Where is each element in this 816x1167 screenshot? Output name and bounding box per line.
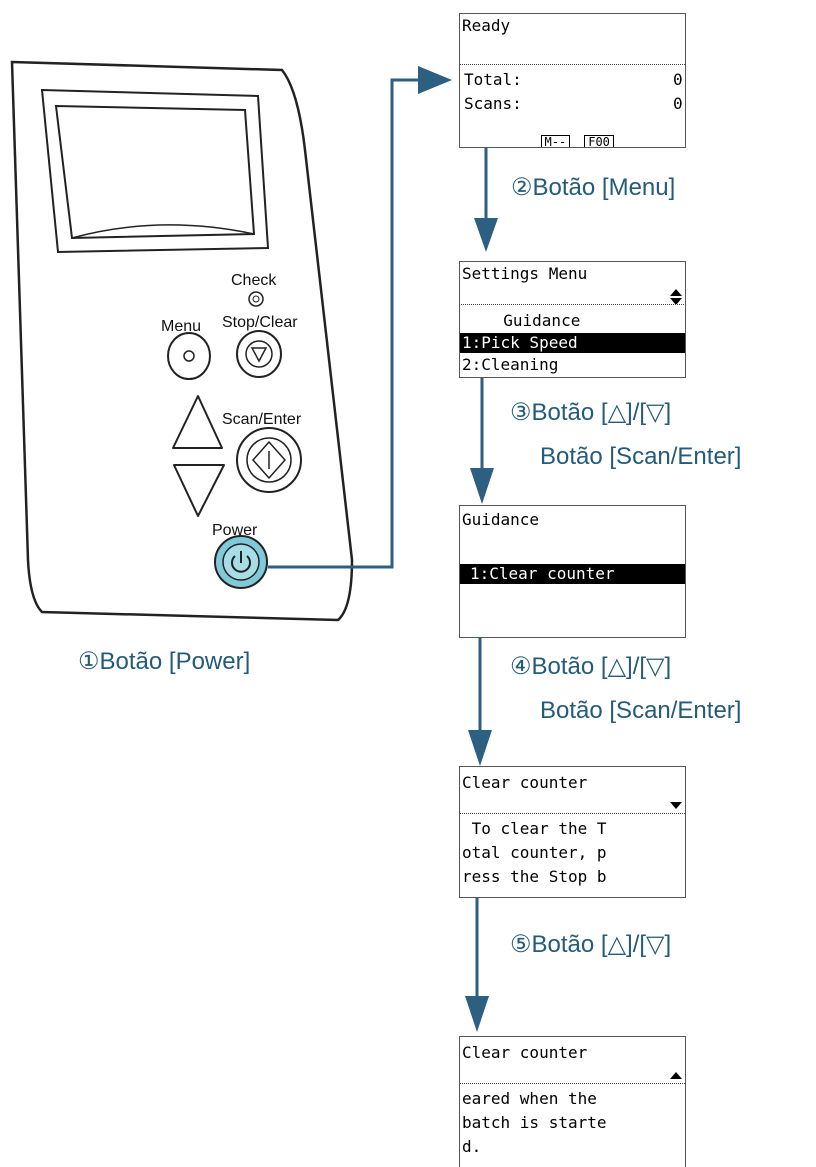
lcd-title: Ready [462, 16, 511, 35]
stop-clear-label: Stop/Clear [222, 314, 298, 331]
step4-line1: ④Botão [△]/[▽] [510, 653, 672, 680]
menu-item-clear-counter: 1:Clear counter [460, 564, 685, 584]
connector-power-to-ready [268, 78, 420, 569]
scan-enter-label: Scan/Enter [222, 411, 302, 428]
lcd-settings-menu: Settings Menu [459, 261, 686, 305]
menu-label: Menu [161, 318, 202, 335]
down-button-shape [173, 464, 225, 517]
clear-text-line-3: d. [462, 1137, 482, 1156]
arrow-step3-head [470, 468, 494, 504]
menu-item-guidance: Guidance [484, 311, 581, 330]
lcd-clear-counter-screen-1: Clear counter To clear the T otal counte… [459, 766, 686, 898]
arrow-step5-head [465, 996, 489, 1032]
step4-line2: Botão [Scan/Enter] [540, 697, 742, 724]
code-badge: F00 [584, 135, 614, 147]
power-label: Power [212, 522, 258, 539]
lcd-ready-screen: Ready Total: 0 Scans: 0 M-- F00 [459, 13, 686, 148]
mode-badge: M-- [540, 135, 571, 147]
step3-line1: ③Botão [△]/[▽] [510, 399, 672, 426]
scans-label: Scans: [464, 94, 522, 113]
connector-arrowhead [418, 66, 452, 94]
clear-text-line-1: To clear the T [462, 819, 607, 838]
arrow-step4-head [468, 730, 492, 766]
step2-label: ②Botão [Menu] [511, 174, 676, 201]
lcd-title: Guidance [462, 510, 540, 529]
lcd-title: Settings Menu [462, 264, 588, 283]
power-icon [231, 555, 251, 573]
scans-value: 0 [673, 94, 683, 113]
up-triangle-icon [670, 1072, 682, 1079]
menu-item-pick-speed: 1:Pick Speed [460, 333, 685, 353]
clear-text-line-3: ress the Stop b [462, 867, 607, 886]
up-down-triangle-icon [670, 289, 682, 305]
lcd-title: Clear counter [462, 773, 588, 792]
arrow-step2-head [474, 218, 498, 252]
lcd-settings-list: Guidance 1:Pick Speed 2:Cleaning [459, 304, 686, 378]
lcd-clear-counter-screen-2: Clear counter eared when the batch is st… [459, 1036, 686, 1167]
lcd-title: Clear counter [462, 1043, 588, 1062]
step1-label: ①Botão [Power] [78, 648, 251, 675]
menu-item-cleaning: 2:Cleaning [462, 355, 559, 374]
down-triangle-icon [670, 802, 682, 809]
clear-text-line-2: batch is starte [462, 1113, 607, 1132]
up-button-shape [172, 395, 223, 449]
clear-text-line-1: eared when the [462, 1089, 607, 1108]
operator-panel-illustration [10, 60, 354, 622]
lcd-guidance-screen: Guidance 1:Clear counter [459, 505, 686, 638]
step5-label: ⑤Botão [△]/[▽] [510, 931, 672, 958]
check-label: Check [231, 272, 277, 289]
total-value: 0 [673, 70, 683, 89]
clear-text-line-2: otal counter, p [462, 843, 607, 862]
total-label: Total: [464, 70, 522, 89]
step3-line2: Botão [Scan/Enter] [540, 443, 742, 470]
